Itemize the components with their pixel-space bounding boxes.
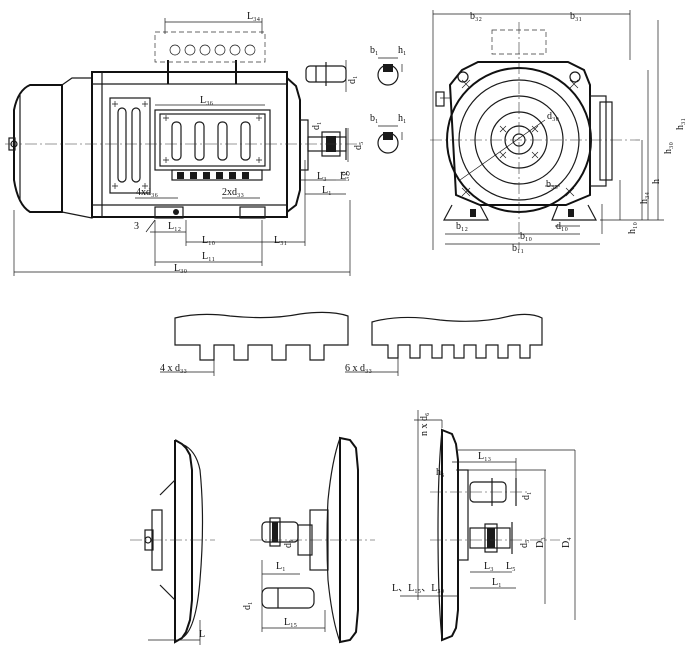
label-d1-top: d₁	[347, 75, 358, 85]
label-h30: h₃₀	[663, 142, 674, 154]
end-view-motor	[430, 22, 640, 250]
label-L31: L₃₁	[274, 235, 288, 246]
label-g: g	[339, 171, 350, 176]
label-2xd33: 2xd₃₃	[222, 187, 244, 198]
label-L12: L₁₂	[168, 221, 182, 232]
label-d10: d₁₀	[556, 221, 568, 232]
side-view-motor	[5, 31, 360, 219]
foot-profile-4-holes	[160, 311, 349, 376]
label-L10: L₁₀	[202, 235, 216, 246]
label-b1-top: b₁	[370, 45, 379, 56]
label-4xd36: 4xd₃₆	[136, 187, 158, 198]
label-d1-mid: d₁	[311, 121, 322, 131]
label-d1-flange3: d₁	[521, 491, 532, 501]
label-b31: b₃₁	[570, 11, 582, 22]
label-L1: L₁	[322, 185, 332, 196]
end-view-dimensions	[432, 10, 664, 250]
label-h1-top: h₁	[398, 45, 407, 56]
label-L1-flange2: L₁	[276, 561, 286, 572]
terminal-blocks	[171, 169, 263, 181]
label-L-L15-L30: L、L₁₅、L₃₀	[392, 583, 445, 594]
label-L3: L₃	[317, 171, 327, 182]
label-L5: L₅	[340, 171, 350, 182]
label-b10: b₁₀	[520, 231, 532, 242]
label-d5-flange2: d₅	[283, 539, 294, 549]
label-d1-flange2: d₁	[242, 601, 253, 611]
label-L34: L₃₄	[247, 11, 261, 22]
label-b1-bot: b₁	[370, 113, 379, 124]
label-d30: d₃₀	[547, 111, 559, 122]
label-d5: d₅	[353, 141, 364, 151]
label-h1-bot: h₁	[398, 113, 407, 124]
label-L13: L₁₃	[478, 451, 492, 462]
label-L11: L₁₁	[202, 251, 216, 262]
label-L-flange1: L	[199, 629, 206, 640]
label-D3: D₃	[535, 537, 546, 548]
keyway-sections	[377, 57, 403, 154]
label-h31: h₃₁	[675, 118, 686, 130]
label-h10: h₁₀	[627, 222, 638, 234]
cooling-slots-left	[117, 107, 141, 183]
flange-view-1	[130, 439, 215, 645]
label-h: h	[651, 179, 662, 184]
flange-view-2	[250, 436, 375, 644]
label-L36: L₃₆	[200, 95, 214, 106]
foot-profile-6-holes	[345, 313, 543, 376]
label-n-x-d6: n x d₆	[419, 412, 430, 437]
label-L3-flange3: L₃	[484, 561, 494, 572]
label-h6: h₆	[436, 467, 445, 478]
label-L5-flange3: L₅	[506, 561, 516, 572]
label-6xd33: 6 x d₃₃	[345, 363, 372, 374]
side-view-dimensions	[13, 18, 351, 276]
label-b33: b₃₃	[546, 179, 558, 190]
label-b12: b₁₂	[456, 221, 468, 232]
label-d5-flange3: d₅	[519, 539, 530, 549]
label-D4: D₄	[561, 537, 572, 548]
label-4xd33: 4 x d₃₃	[160, 363, 187, 374]
cooling-slots-center	[171, 121, 251, 161]
label-h34: h₃₄	[639, 192, 650, 204]
top-bolt-circles	[169, 44, 256, 56]
flange-view-3	[400, 410, 576, 642]
label-L30: L₃₀	[174, 263, 188, 274]
label-L15-flange2: L₁₅	[284, 617, 298, 628]
label-b32: b₃₂	[470, 11, 482, 22]
label-b11: b₁₁	[512, 243, 524, 254]
label-item-3: 3	[134, 221, 139, 232]
label-L1-flange3: L₁	[492, 577, 502, 588]
